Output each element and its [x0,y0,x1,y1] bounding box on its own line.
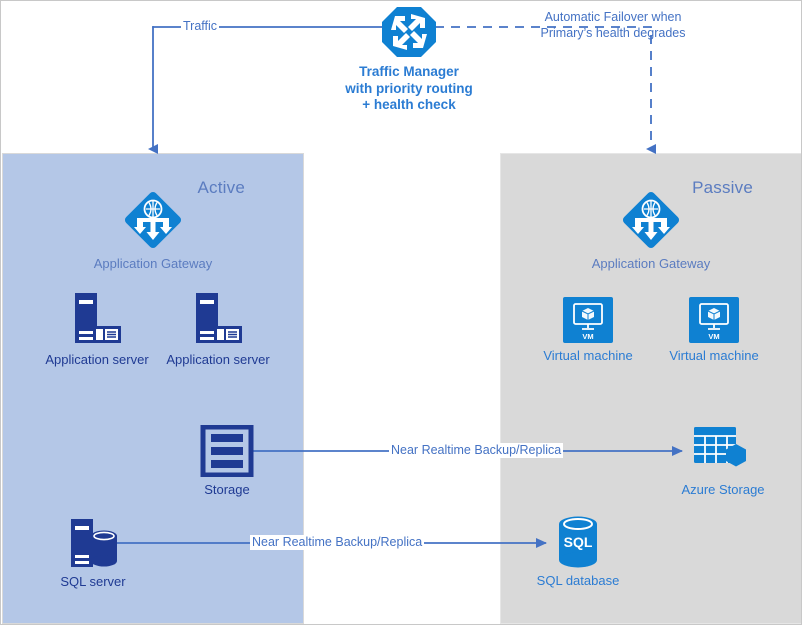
edge-label-traffic: Traffic [181,19,220,34]
virtual-machine-badge-2: VM [708,332,719,341]
zone-active-label: Active [197,178,245,197]
node-azure-storage[interactable]: Azure Storage [643,425,801,497]
sql-database-badge: SQL [564,534,593,550]
node-traffic-manager[interactable]: Traffic Manager with priority routing + … [329,5,489,114]
node-sql-database[interactable]: SQL SQL database [498,516,658,588]
node-active-application-gateway[interactable]: Application Gateway [73,189,233,271]
node-virtual-machine-2[interactable]: VM Virtual machine [634,297,794,363]
zone-passive-label: Passive [692,178,753,197]
node-azure-storage-label: Azure Storage [681,482,765,497]
node-passive-application-gateway-label: Application Gateway [591,256,711,271]
sql-server-icon [71,519,117,567]
edge-label-failover-line1: Automatic Failover when [544,10,682,24]
edge-label-failover: Automatic Failover when Primary’s health… [533,9,693,41]
traffic-manager-icon [382,7,436,57]
node-virtual-machine-1[interactable]: VM Virtual machine [508,297,668,363]
node-active-application-gateway-label: Application Gateway [93,256,213,271]
node-storage[interactable]: Storage [147,425,307,497]
application-gateway-icon [622,191,680,249]
virtual-machine-badge-1: VM [582,332,593,341]
edge-label-sql-replica: Near Realtime Backup/Replica [250,535,425,550]
node-sql-database-label: SQL database [536,573,620,588]
edge-label-failover-line2: Primary’s health degrades [540,26,686,40]
node-application-server-2-label: Application server [166,352,270,367]
application-server-icon [75,293,121,343]
node-virtual-machine-2-label: Virtual machine [669,348,759,363]
edge-label-storage-replica: Near Realtime Backup/Replica [389,443,564,458]
node-sql-server[interactable]: SQL server [13,517,173,589]
virtual-machine-icon: VM [563,297,613,343]
application-gateway-icon [124,191,182,249]
node-application-server-1[interactable]: Application server [17,291,177,367]
node-application-server-2[interactable]: Application server [138,291,298,367]
azure-storage-icon [694,427,746,467]
node-storage-label: Storage [204,482,250,497]
node-passive-application-gateway[interactable]: Application Gateway [571,189,731,271]
node-traffic-manager-label: Traffic Manager with priority routing + … [345,64,473,112]
sql-database-icon: SQL [559,516,597,568]
application-server-icon [196,293,242,343]
node-application-server-1-label: Application server [45,352,149,367]
virtual-machine-icon: VM [689,297,739,343]
storage-icon [200,425,254,477]
node-virtual-machine-1-label: Virtual machine [543,348,633,363]
node-sql-server-label: SQL server [60,574,126,589]
